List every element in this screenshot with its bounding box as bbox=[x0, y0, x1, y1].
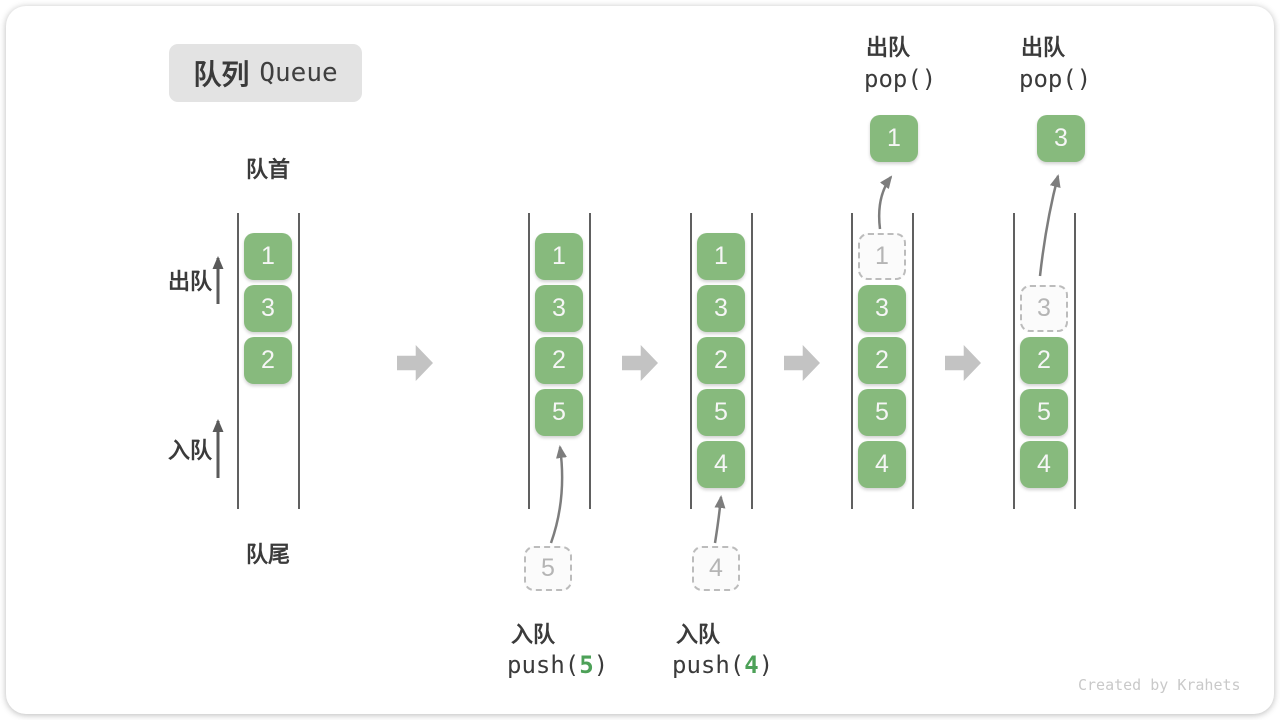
push4-arg: 4 bbox=[744, 651, 759, 679]
queue2-cell: 3 bbox=[535, 285, 583, 332]
title-en: Queue bbox=[259, 58, 338, 88]
queue3-cell: 1 bbox=[697, 233, 745, 280]
queue5-cell: 4 bbox=[1020, 441, 1068, 488]
push5-arg: 5 bbox=[579, 651, 594, 679]
queue2-cell: 2 bbox=[535, 337, 583, 384]
title-zh: 队列 bbox=[193, 59, 250, 90]
queue3-right-wall bbox=[751, 213, 753, 509]
push5-close: ) bbox=[593, 651, 609, 679]
queue5-cell: 2 bbox=[1020, 337, 1068, 384]
queue4-cell: 3 bbox=[858, 285, 906, 332]
queue1-cell: 2 bbox=[244, 337, 292, 384]
push4-close: ) bbox=[758, 651, 774, 679]
queue4-cell: 4 bbox=[858, 441, 906, 488]
pop1-output-cell: 1 bbox=[870, 115, 918, 162]
pop1-label: 出队 bbox=[866, 35, 911, 60]
push5-fn: push( bbox=[507, 651, 580, 679]
push5-staged-ghost: 5 bbox=[524, 546, 572, 591]
queue5-popped-ghost: 3 bbox=[1020, 285, 1068, 332]
queue1-left-wall bbox=[237, 213, 239, 509]
pop2-code: pop() bbox=[1019, 65, 1092, 93]
push5-label: 入队 bbox=[511, 622, 556, 647]
queue4-cell: 5 bbox=[858, 389, 906, 436]
push4-code: push(4) bbox=[672, 651, 773, 679]
queue4-popped-ghost: 1 bbox=[858, 233, 906, 280]
queue5-right-wall bbox=[1074, 213, 1076, 509]
queue1-right-wall bbox=[298, 213, 300, 509]
push4-fn: push( bbox=[672, 651, 745, 679]
queue-front-label: 队首 bbox=[245, 157, 290, 182]
title-badge: 队列 Queue bbox=[169, 44, 362, 102]
push4-label: 入队 bbox=[676, 622, 721, 647]
queue4-cell: 2 bbox=[858, 337, 906, 384]
enqueue-side-label: 入队 bbox=[168, 438, 213, 463]
credit-text: Created by Krahets bbox=[1078, 676, 1241, 694]
queue3-left-wall bbox=[690, 213, 692, 509]
queue4-right-wall bbox=[912, 213, 914, 509]
queue5-left-wall bbox=[1013, 213, 1015, 509]
queue3-cell: 2 bbox=[697, 337, 745, 384]
queue2-cell: 5 bbox=[535, 389, 583, 436]
queue3-cell: 5 bbox=[697, 389, 745, 436]
queue2-cell: 1 bbox=[535, 233, 583, 280]
dequeue-side-label: 出队 bbox=[168, 269, 213, 294]
queue2-left-wall bbox=[528, 213, 530, 509]
pop1-code: pop() bbox=[864, 65, 937, 93]
pop2-output-cell: 3 bbox=[1037, 115, 1085, 162]
queue3-cell: 3 bbox=[697, 285, 745, 332]
queue5-cell: 5 bbox=[1020, 389, 1068, 436]
queue2-right-wall bbox=[589, 213, 591, 509]
pop2-label: 出队 bbox=[1021, 35, 1066, 60]
queue-rear-label: 队尾 bbox=[245, 542, 290, 567]
push4-staged-ghost: 4 bbox=[692, 546, 740, 591]
queue1-cell: 3 bbox=[244, 285, 292, 332]
push5-code: push(5) bbox=[507, 651, 608, 679]
queue4-left-wall bbox=[851, 213, 853, 509]
queue3-cell: 4 bbox=[697, 441, 745, 488]
queue1-cell: 1 bbox=[244, 233, 292, 280]
